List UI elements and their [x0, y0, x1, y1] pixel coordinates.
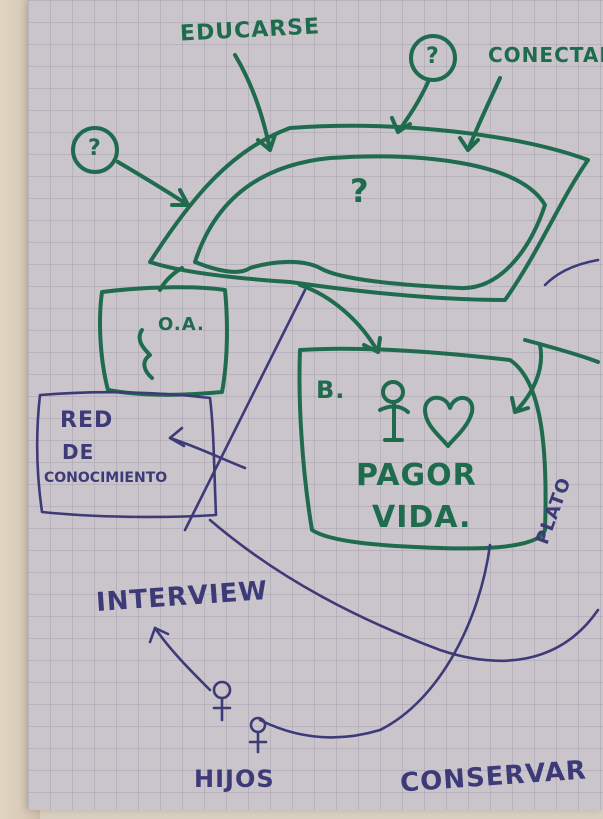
grid-paper [28, 0, 603, 810]
label-conectar: CONECTAR [488, 43, 603, 67]
label-red-line1: RED [60, 408, 114, 433]
arrow-educarse [233, 53, 272, 152]
label-question-left: ? [88, 136, 102, 161]
box-a-outline [98, 285, 229, 397]
question-circle-left [71, 126, 119, 174]
label-box-a: O.A. [158, 314, 205, 335]
label-pagar-line1: PAGOR [356, 458, 477, 493]
heart-icon [423, 395, 475, 448]
arrow-cloud-to-b [298, 283, 380, 354]
arrow-into-red [168, 436, 247, 470]
label-box-b: B. [316, 376, 346, 404]
main-cloud-outline [148, 123, 590, 302]
arrow-to-interview [153, 626, 212, 692]
label-question-top: ? [426, 44, 440, 69]
label-question-center: ? [350, 172, 370, 210]
label-red-line2: DE [62, 440, 95, 464]
arrow-question-top [396, 80, 430, 134]
label-pagar-line2: VIDA. [372, 500, 472, 535]
arrow-conectar [466, 76, 502, 152]
label-hijos: HIJOS [194, 765, 275, 793]
question-circle-top [409, 34, 457, 82]
sweep-line [208, 518, 600, 663]
long-line-cloud [183, 288, 307, 532]
box-b-outline [297, 346, 548, 551]
inner-cloud-outline [193, 154, 547, 291]
box-red-outline [35, 390, 218, 519]
curve-b-to-bottom [258, 543, 492, 739]
arrow-question-left [116, 160, 190, 207]
arrow-right-into-b [513, 343, 544, 414]
label-red-line3: CONOCIMIENTO [44, 470, 168, 486]
